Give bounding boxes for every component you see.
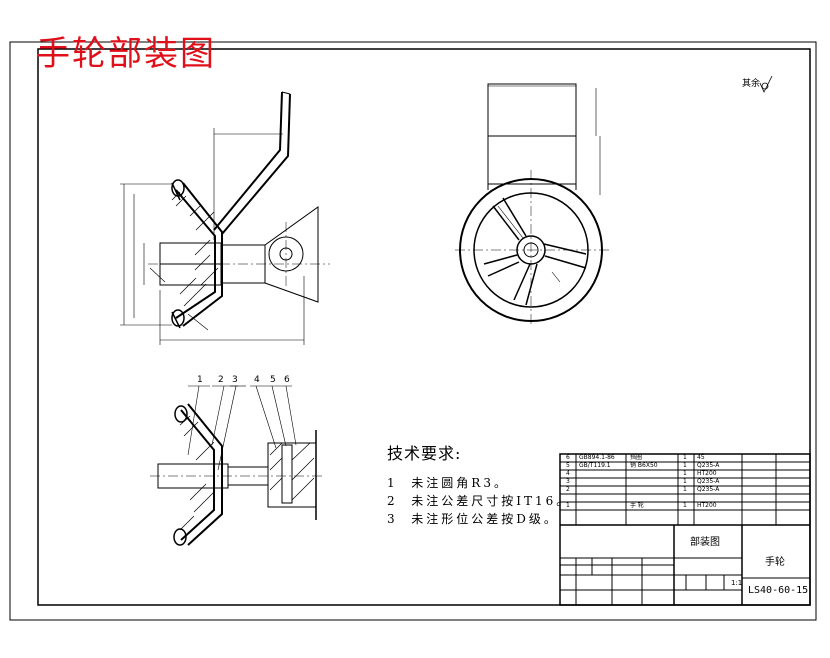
part-number: 1	[566, 502, 570, 509]
part-name: 挡圈	[630, 454, 643, 461]
part-standard: GB/T119.1	[579, 462, 611, 469]
requirement-number: 2	[387, 494, 398, 508]
outer-border	[9, 41, 817, 621]
part-qty: 1	[683, 502, 687, 509]
part-number: 5	[566, 462, 570, 469]
part-standard: GB894.1-86	[579, 454, 615, 461]
drawing-scale: 1:1	[731, 579, 743, 587]
tech-requirement-item: 3 未注形位公差按D级。	[387, 510, 559, 527]
part-balloon: 2	[218, 375, 224, 385]
part-name-title: 手轮	[765, 557, 785, 568]
drawing-title: 手轮部装图	[36, 34, 216, 74]
part-qty: 1	[683, 462, 687, 469]
part-material: HT200	[697, 502, 717, 509]
part-balloon: 3	[232, 375, 238, 385]
part-balloon: 4	[254, 375, 260, 385]
side-view	[455, 83, 610, 325]
requirement-text: 未注圆角R3。	[411, 476, 509, 490]
part-material: Q235-A	[697, 486, 720, 493]
front-view	[120, 91, 330, 345]
roughness-symbol	[759, 75, 773, 93]
part-qty: 1	[683, 478, 687, 485]
requirement-text: 未注公差尺寸按IT16。	[411, 494, 572, 508]
inner-border	[37, 48, 811, 606]
part-number: 6	[566, 454, 570, 461]
drawing-number: LS40-60-15	[748, 585, 809, 596]
part-qty: 1	[683, 470, 687, 477]
section-view	[150, 385, 325, 546]
part-qty: 1	[683, 454, 687, 461]
requirement-text: 未注形位公差按D级。	[411, 512, 559, 526]
roughness-note: 其余	[742, 79, 761, 89]
part-qty: 1	[683, 486, 687, 493]
part-balloon: 6	[284, 375, 290, 385]
part-name: 手 轮	[630, 502, 644, 509]
part-material: 45	[697, 454, 705, 461]
tech-requirements-heading: 技术要求:	[387, 444, 462, 463]
drawing-type: 部装图	[690, 537, 720, 548]
part-number: 3	[566, 478, 570, 485]
parts-list-grid	[559, 453, 811, 606]
part-balloon: 5	[270, 375, 276, 385]
tech-requirement-item: 2 未注公差尺寸按IT16。	[387, 492, 571, 509]
tech-requirement-item: 1 未注圆角R3。	[387, 474, 509, 491]
requirement-number: 3	[387, 512, 398, 526]
part-number: 2	[566, 486, 570, 493]
part-number: 4	[566, 470, 570, 477]
requirement-number: 1	[387, 476, 398, 490]
part-material: HT200	[697, 470, 717, 477]
part-material: Q235-A	[697, 462, 720, 469]
part-material: Q235-A	[697, 478, 720, 485]
part-balloon: 1	[197, 375, 203, 385]
part-name: 销 B6X50	[630, 462, 658, 469]
